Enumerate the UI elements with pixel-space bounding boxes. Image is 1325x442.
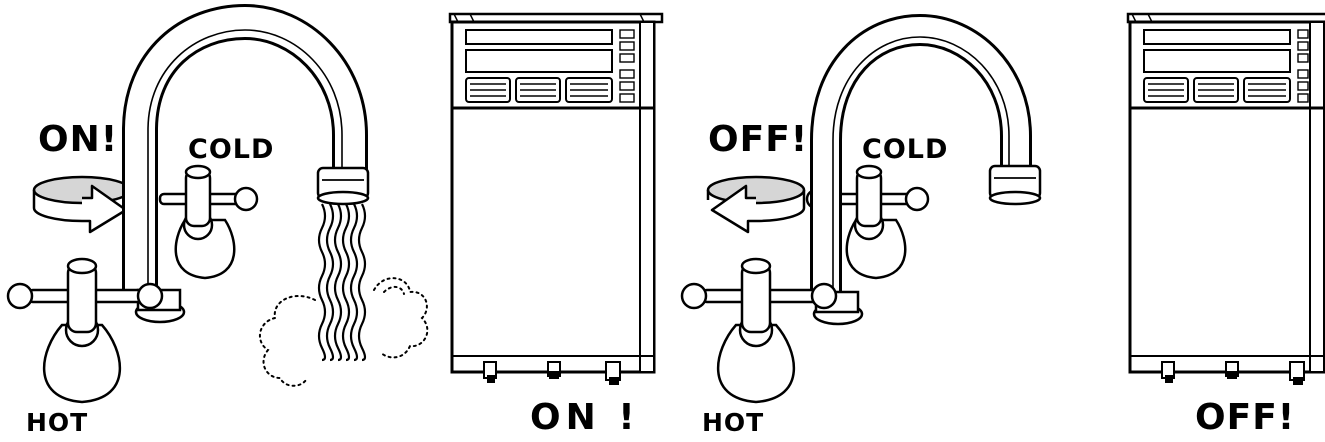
hot-tap-icon — [680, 257, 838, 404]
faucet-nozzle — [988, 164, 1042, 206]
water-stream — [317, 203, 367, 362]
on-panel-illustration — [6, 3, 664, 404]
turn-on-arrow-icon — [32, 175, 132, 234]
off-panel-illustration — [680, 12, 1325, 404]
cold-tap-label: COLD — [862, 134, 949, 165]
hot-tap-icon — [6, 257, 164, 404]
on-action-label: ON! — [38, 119, 119, 160]
off-action-label: OFF! — [708, 119, 809, 160]
cold-tap-label: COLD — [188, 134, 275, 165]
cold-tap-icon — [805, 164, 930, 280]
faucet-nozzle — [316, 166, 370, 206]
faucet-spout — [810, 13, 1032, 326]
hot-tap-label: HOT — [26, 408, 89, 437]
turn-off-arrow-icon — [706, 175, 806, 234]
hot-tap-label: HOT — [702, 408, 765, 437]
heater-on-state-label: ON ! — [530, 397, 640, 438]
heater-off-state-label: OFF! — [1195, 397, 1296, 438]
water-heater-off — [1126, 12, 1325, 385]
steam-cloud-icon — [259, 277, 429, 387]
cold-tap-icon — [134, 164, 259, 280]
water-heater-on — [448, 12, 664, 385]
